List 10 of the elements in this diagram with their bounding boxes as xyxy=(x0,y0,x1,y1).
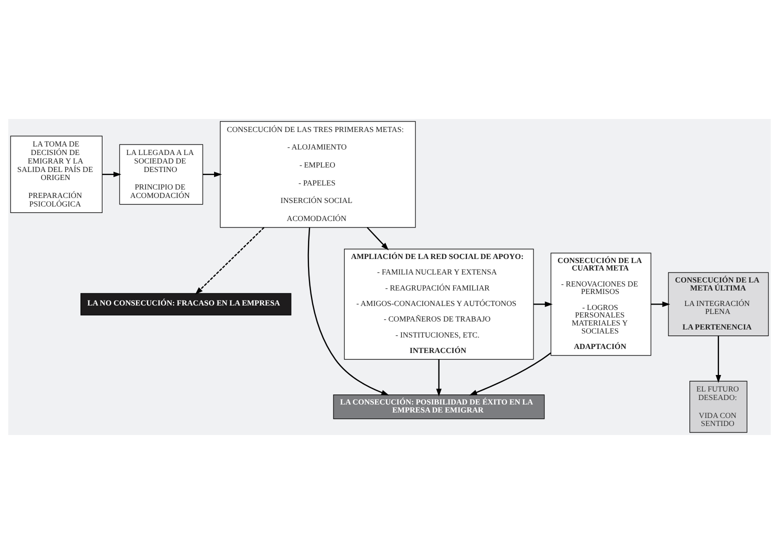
arrow xyxy=(195,226,264,294)
arrow xyxy=(202,171,222,177)
arrow xyxy=(308,227,390,395)
arrow xyxy=(716,336,722,382)
arrow xyxy=(436,358,442,396)
arrow xyxy=(650,300,670,306)
arrow xyxy=(102,171,122,177)
arrow xyxy=(469,352,552,395)
arrow xyxy=(366,226,389,250)
arrow xyxy=(534,300,553,306)
